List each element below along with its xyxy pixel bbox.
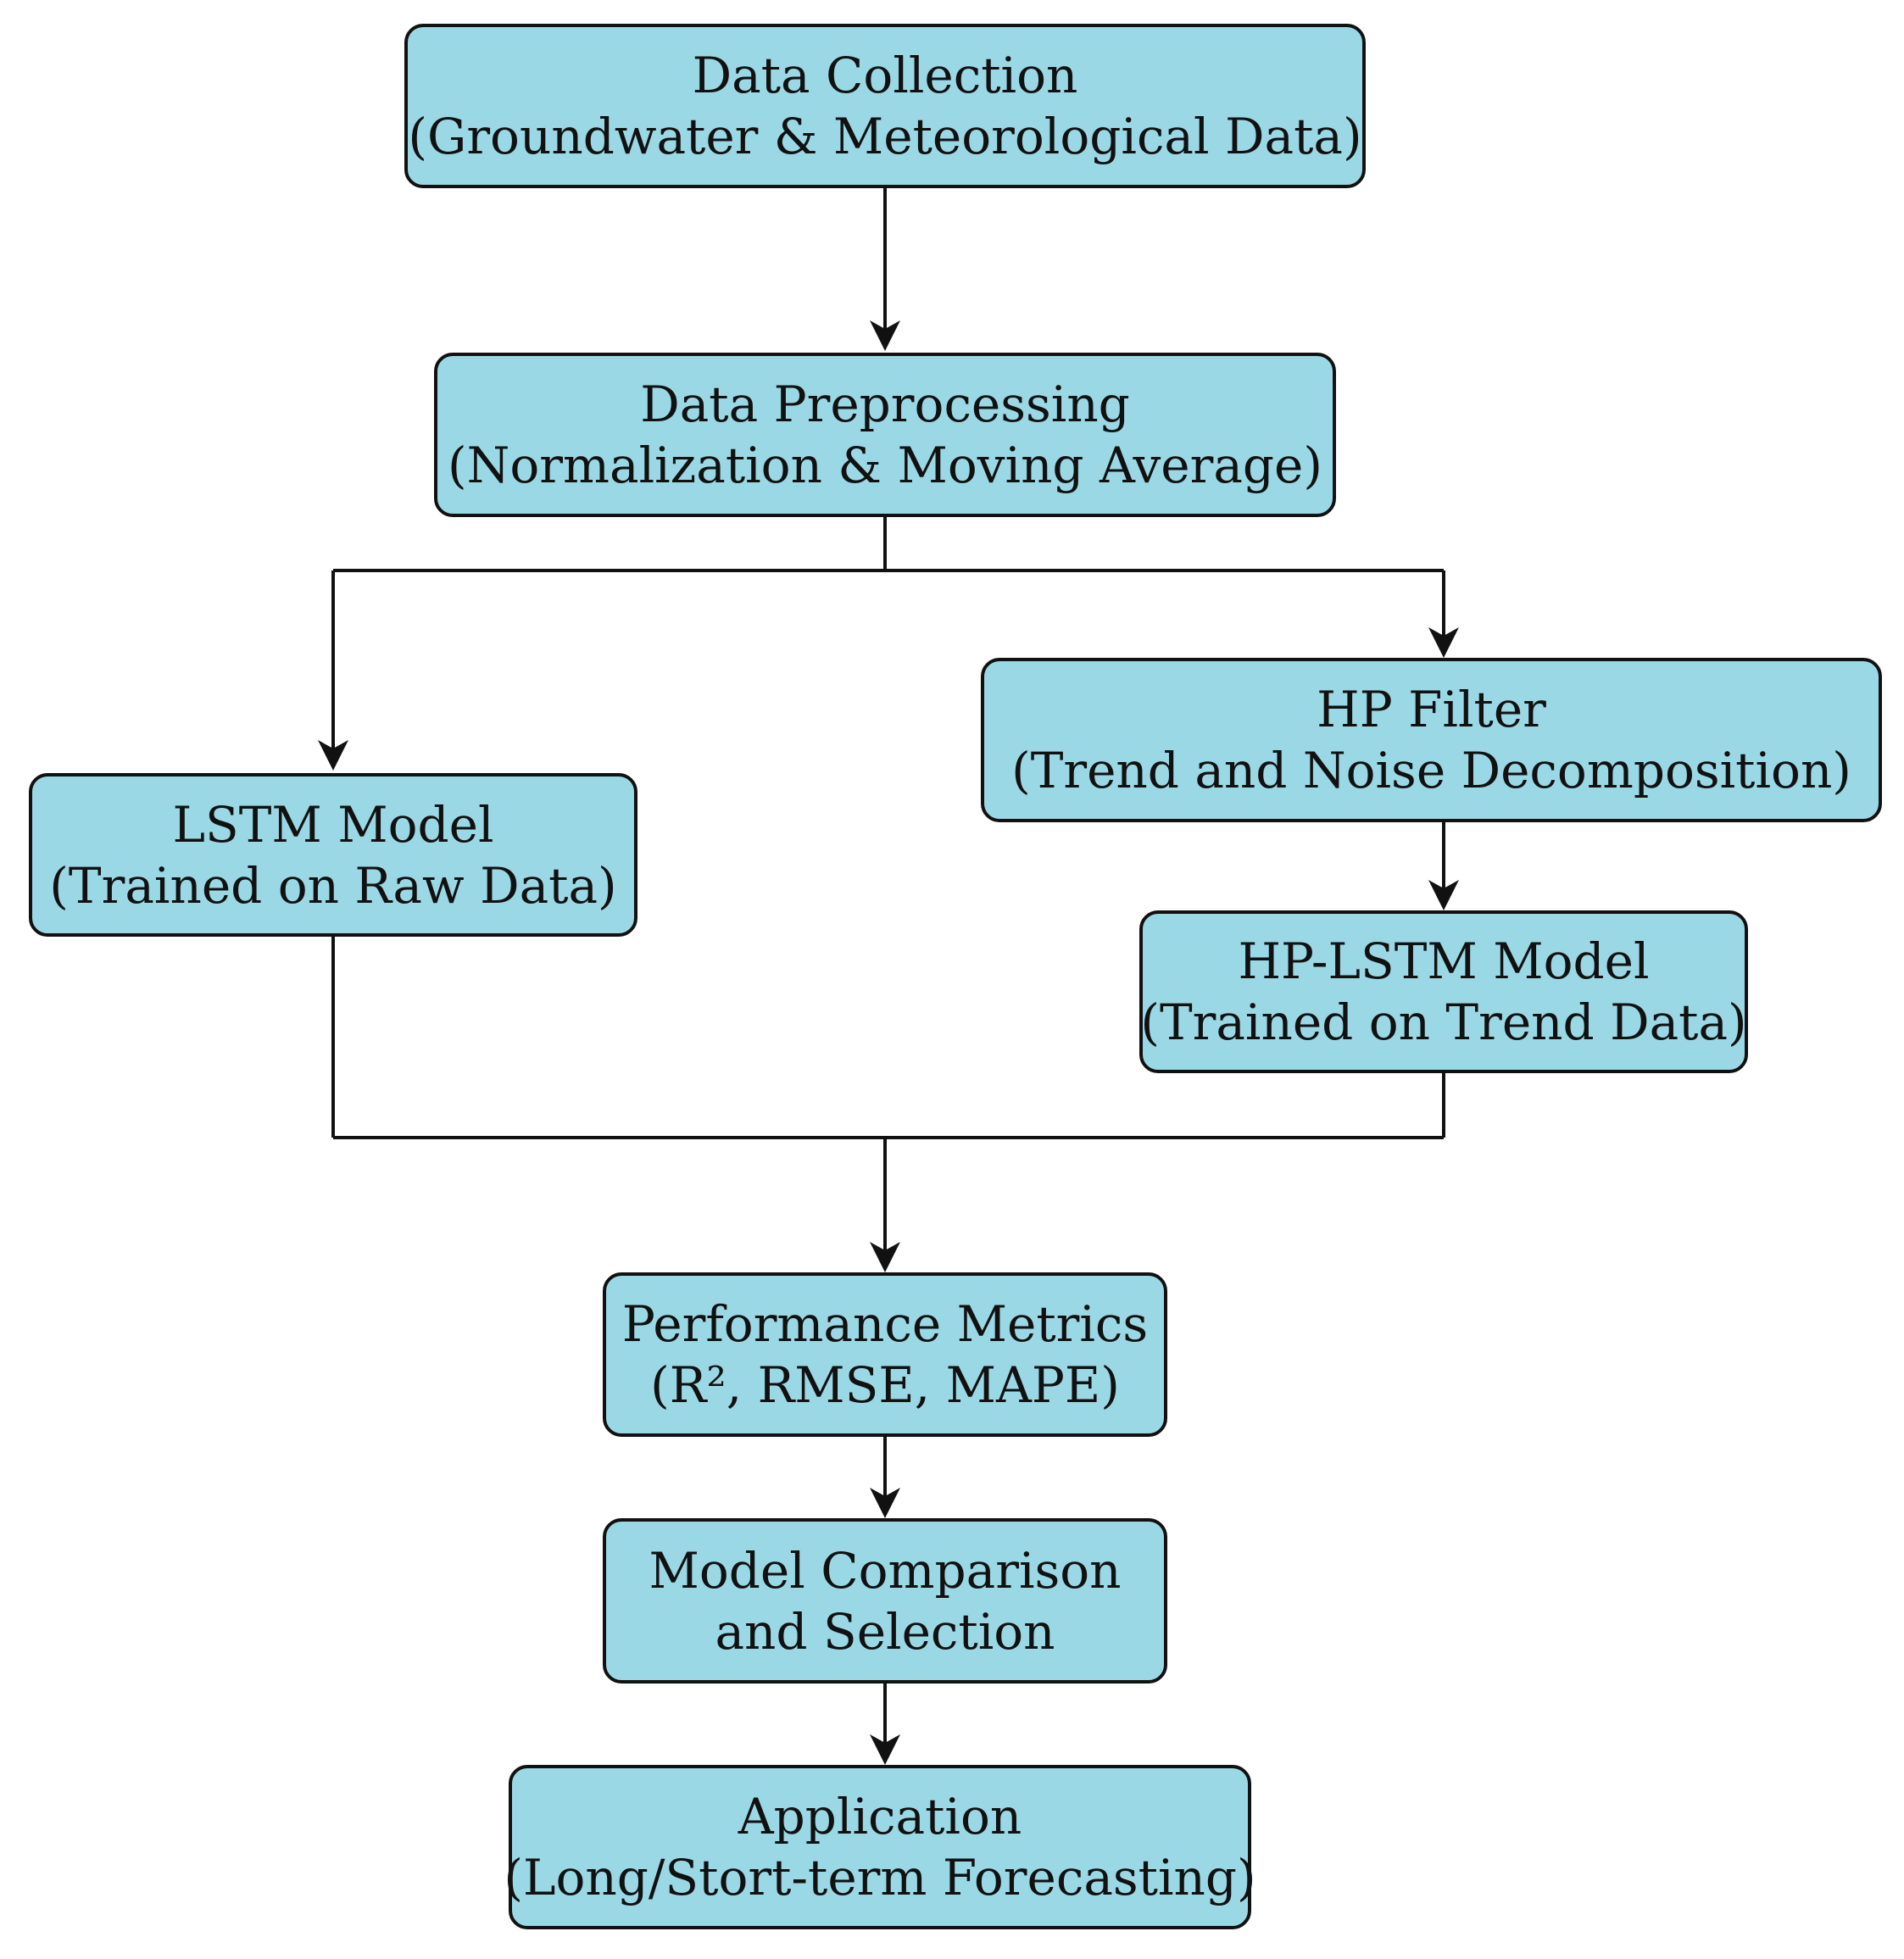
node-performance-metrics-title: Performance Metrics xyxy=(621,1295,1149,1353)
node-data-collection-subtitle: (Groundwater & Meteorological Data) xyxy=(408,108,1362,165)
node-data-collection-title: Data Collection xyxy=(692,47,1078,104)
connector-preprocessing-split xyxy=(333,517,1444,572)
node-application-subtitle: (Long/Stort-term Forecasting) xyxy=(504,1849,1256,1906)
node-data-preprocessing-subtitle: (Normalization & Moving Average) xyxy=(447,437,1323,494)
connector-merge xyxy=(331,937,1445,1139)
arrowhead-comparison-to-application xyxy=(870,1734,900,1765)
node-hp-lstm-model-title: HP-LSTM Model xyxy=(1238,932,1650,990)
node-hp-lstm-model-subtitle: (Trained on Trend Data) xyxy=(1140,993,1747,1051)
node-model-comparison-subtitle: and Selection xyxy=(715,1602,1055,1661)
node-performance-metrics-subtitle: (R², RMSE, MAPE) xyxy=(650,1356,1120,1414)
arrowhead-split-to-hp-filter xyxy=(1428,627,1459,658)
node-hp-filter-title: HP Filter xyxy=(1317,681,1546,738)
node-lstm-model-title: LSTM Model xyxy=(172,795,494,854)
arrowhead-metrics-to-comparison xyxy=(870,1488,900,1518)
node-data-preprocessing: Data Preprocessing (Normalization & Movi… xyxy=(434,353,1336,517)
node-lstm-model: LSTM Model (Trained on Raw Data) xyxy=(29,773,637,937)
node-hp-lstm-model: HP-LSTM Model (Trained on Trend Data) xyxy=(1139,910,1748,1073)
arrowhead-collection-to-preprocessing xyxy=(870,320,900,351)
node-model-comparison-title: Model Comparison xyxy=(649,1541,1122,1600)
arrowhead-split-to-lstm xyxy=(318,740,348,771)
node-performance-metrics: Performance Metrics (R², RMSE, MAPE) xyxy=(603,1272,1167,1437)
node-hp-filter: HP Filter (Trend and Noise Decomposition… xyxy=(981,658,1882,822)
arrowhead-hp-filter-to-hp-lstm xyxy=(1428,880,1459,910)
node-data-collection: Data Collection (Groundwater & Meteorolo… xyxy=(404,24,1366,188)
node-data-preprocessing-title: Data Preprocessing xyxy=(640,376,1130,433)
node-hp-filter-subtitle: (Trend and Noise Decomposition) xyxy=(1011,742,1851,799)
node-lstm-model-subtitle: (Trained on Raw Data) xyxy=(49,856,617,915)
node-application: Application (Long/Stort-term Forecasting… xyxy=(504,1765,1256,1929)
node-model-comparison: Model Comparison and Selection xyxy=(603,1518,1167,1684)
arrowhead-merge-to-metrics xyxy=(870,1242,900,1272)
node-application-title: Application xyxy=(738,1788,1022,1845)
